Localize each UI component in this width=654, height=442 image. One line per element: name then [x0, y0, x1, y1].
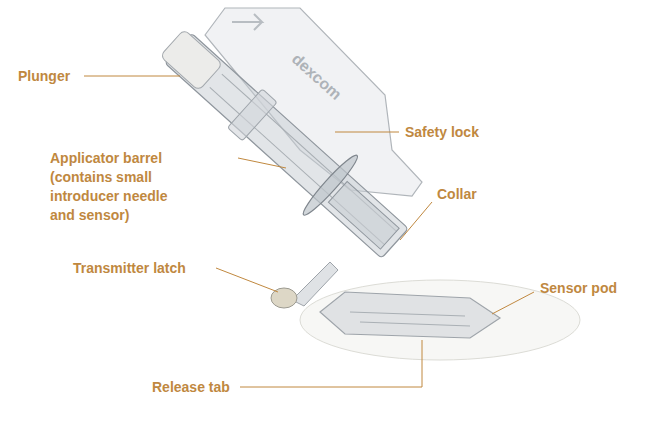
adhesive-pad — [300, 280, 580, 360]
plunger — [160, 29, 223, 91]
leader-line — [240, 340, 422, 387]
leader-line — [216, 268, 278, 292]
leader-line — [84, 76, 180, 77]
leader-line — [238, 158, 286, 168]
leader-line — [335, 132, 399, 133]
part-label: Collar — [437, 185, 477, 204]
part-label: Applicator barrel (contains small introd… — [50, 149, 184, 225]
leader-line — [492, 292, 534, 314]
part-label: Release tab — [152, 378, 230, 397]
sensor-pod — [320, 292, 500, 338]
part-label: Safety lock — [405, 123, 479, 142]
leader-lines — [84, 76, 534, 387]
barrel-group — [145, 13, 421, 273]
part-label: Transmitter latch — [73, 259, 186, 278]
pod-detail — [350, 312, 470, 326]
lock-arrow — [232, 14, 262, 30]
part-label: Sensor pod — [540, 279, 617, 298]
collar — [328, 181, 399, 249]
barrel-ring — [227, 89, 277, 141]
part-label: Plunger — [18, 67, 70, 86]
leader-line — [400, 202, 432, 240]
latch-arm — [292, 262, 338, 306]
